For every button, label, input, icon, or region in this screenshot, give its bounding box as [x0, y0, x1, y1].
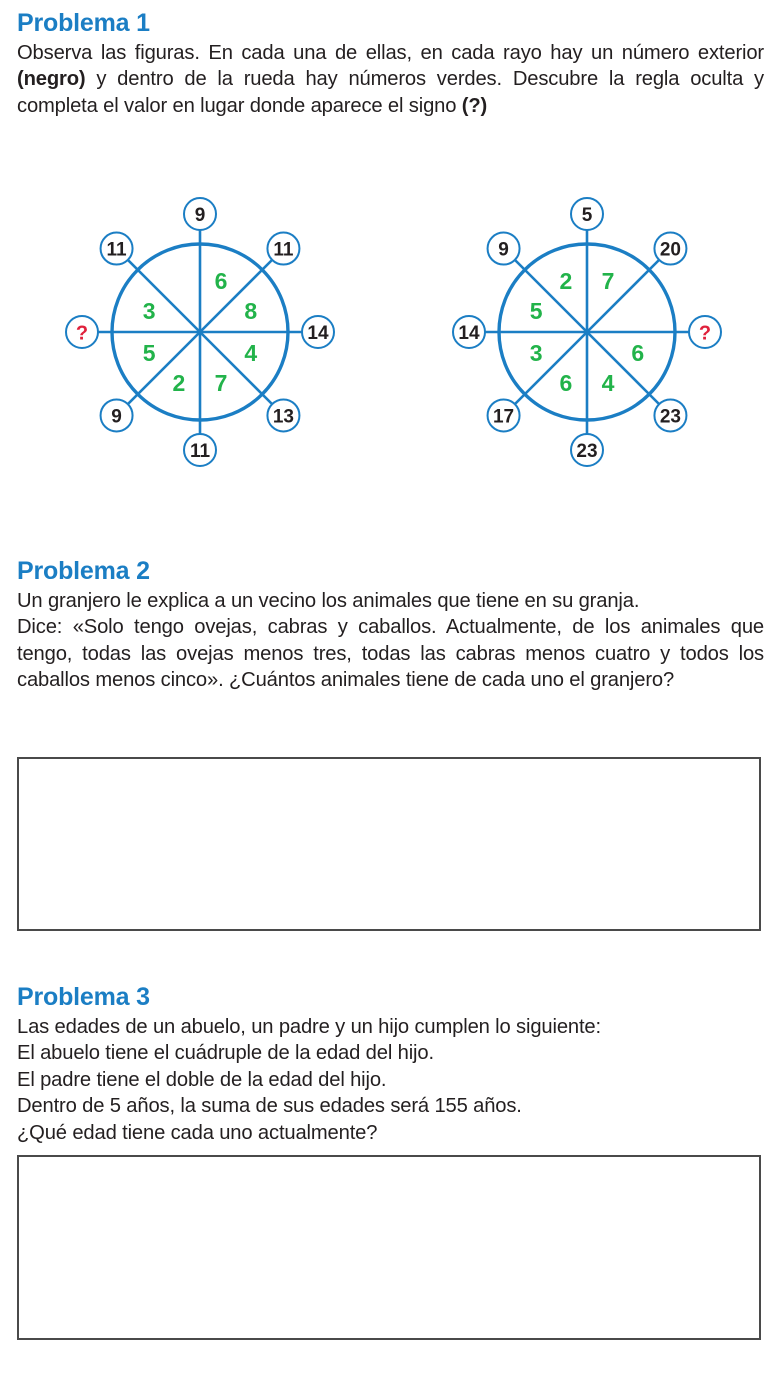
wheel-inner-number: 5	[530, 298, 543, 324]
problem-1-statement-part-2: y dentro de la rueda hay números verdes.…	[17, 68, 764, 117]
problem-2-section: Problema 2 Un granjero le explica a un v…	[0, 557, 770, 694]
problem-2-line-1: Un granjero le explica a un vecino los a…	[17, 590, 640, 612]
wheel-inner-number: 7	[215, 370, 228, 396]
wheel-outer-number: 11	[190, 441, 211, 462]
wheel-spoke	[198, 330, 274, 406]
wheel-outer-node	[486, 231, 521, 266]
wheel-spoke	[513, 258, 589, 334]
problem-1-statement-part-1: Observa las figuras. En cada una de ella…	[17, 42, 764, 64]
wheel-inner-number: 3	[530, 340, 543, 366]
wheel-outer-node	[183, 433, 217, 467]
wheel-outer-number: 14	[458, 323, 480, 344]
wheel-outer-number: 23	[576, 441, 597, 462]
wheel-inner-number: 6	[215, 268, 228, 294]
problem-1-statement-bold-question: (?)	[461, 94, 488, 117]
wheel-outer-number: 20	[660, 240, 681, 261]
wheel-inner-number: 7	[602, 268, 615, 294]
wheel-outer-number: 5	[582, 205, 593, 226]
problem-1-statement: Observa las figuras. En cada una de ella…	[0, 40, 770, 119]
wheel-outer-number: 9	[195, 205, 206, 226]
wheel-outer-node	[653, 231, 688, 266]
wheel-outer-node	[653, 398, 688, 433]
wheel-outer-number: 13	[273, 406, 294, 427]
wheel-inner-number: 6	[631, 340, 644, 366]
wheel-outer-number: 11	[107, 240, 128, 261]
wheel-outer-node	[570, 433, 604, 467]
wheel-inner-number: 8	[244, 298, 257, 324]
problem-2-title: Problema 2	[17, 557, 150, 585]
problem-1-statement-bold-negro: (negro)	[17, 68, 86, 91]
wheel-inner-number: 2	[560, 268, 573, 294]
wheel-inner-number: 2	[173, 370, 186, 396]
problem-3-answer-box[interactable]	[17, 1155, 761, 1340]
wheel-rim	[110, 242, 290, 422]
wheel-spoke	[126, 330, 202, 406]
wheel-spoke	[513, 330, 589, 406]
wheel-outer-number: 9	[498, 240, 509, 261]
problem-2-line-2: Dice: «Solo tengo ovejas, cabras y cabal…	[17, 616, 764, 692]
wheel-inner-number: 4	[244, 340, 257, 366]
wheel-inner-number: 6	[560, 370, 573, 396]
wheel-inner-number: 4	[602, 370, 615, 396]
wheel-outer-number: 14	[307, 323, 329, 344]
wheel-outer-node	[99, 231, 134, 266]
wheel-outer-node	[570, 197, 604, 231]
wheel-spoke	[126, 258, 202, 334]
wheel-unknown-node[interactable]	[688, 315, 722, 349]
wheel-spoke	[198, 258, 274, 334]
wheel-outer-node	[266, 398, 301, 433]
wheel-outer-node	[99, 398, 134, 433]
problem-3-line-3: El padre tiene el doble de la edad del h…	[17, 1068, 387, 1091]
wheel-outer-node	[486, 398, 521, 433]
wheel-inner-number: 5	[143, 340, 156, 366]
problem-3-section: Problema 3 Las edades de un abuelo, un p…	[0, 983, 770, 1146]
wheel-spoke	[585, 258, 661, 334]
wheel-rim	[497, 242, 677, 422]
wheel-outer-node	[301, 315, 335, 349]
problem-3-line-1: Las edades de un abuelo, un padre y un h…	[17, 1016, 601, 1038]
wheel-unknown-label: ?	[76, 323, 88, 345]
wheel-outer-node	[452, 315, 486, 349]
wheel-unknown-node[interactable]	[65, 315, 99, 349]
wheel-1: 68 47 25 3 9 11 14 13 11 9? 11	[65, 197, 335, 467]
problem-2-answer-box[interactable]	[17, 757, 761, 931]
problem-3-title: Problema 3	[17, 983, 150, 1011]
problem-1-section: Problema 1 Observa las figuras. En cada …	[0, 9, 770, 119]
wheel-outer-node	[266, 231, 301, 266]
wheel-inner-number: 3	[143, 298, 156, 324]
problem-3-line-2: El abuelo tiene el cuádruple de la edad …	[17, 1042, 434, 1065]
problem-3-line-5: ¿Qué edad tiene cada uno actualmente?	[17, 1121, 378, 1144]
wheel-outer-number: 17	[493, 406, 514, 427]
wheel-outer-number: 23	[660, 406, 681, 427]
wheel-outer-number: 11	[273, 240, 294, 261]
problem-3-line-4: Dentro de 5 años, la suma de sus edades …	[17, 1095, 522, 1118]
wheel-spoke	[585, 330, 661, 406]
wheel-outer-number: 9	[111, 406, 122, 427]
wheel-outer-node	[183, 197, 217, 231]
problem-1-title: Problema 1	[17, 9, 150, 37]
wheel-unknown-label: ?	[699, 323, 711, 345]
